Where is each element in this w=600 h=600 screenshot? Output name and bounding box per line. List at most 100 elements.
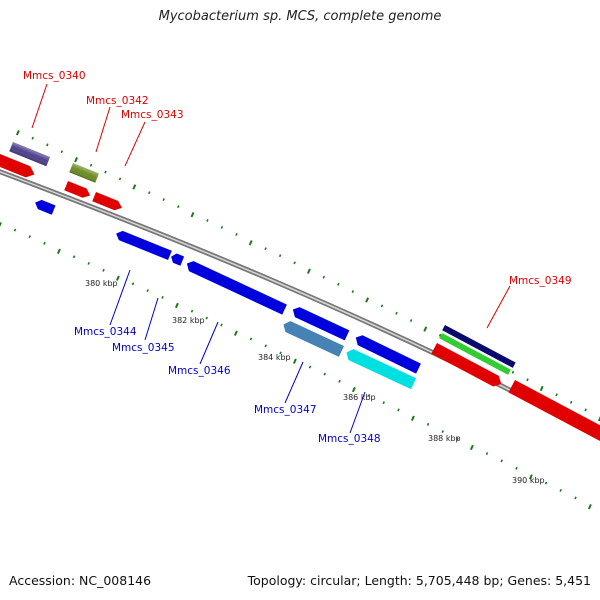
gene-block-Mmcs_0348[interactable]	[344, 347, 417, 390]
gene-label-Mmcs_0349[interactable]: Mmcs_0349	[509, 275, 572, 287]
scale-label: 382 kbp	[172, 316, 205, 325]
gene-block-Mmcs_0340[interactable]	[0, 152, 37, 180]
minor-tick	[220, 226, 224, 229]
major-tick	[15, 130, 20, 136]
minor-tick	[382, 401, 385, 405]
minor-tick	[380, 304, 384, 308]
genome-backbone-highlight	[0, 170, 600, 438]
minor-tick	[438, 333, 442, 337]
minor-tick	[264, 247, 267, 251]
minor-tick	[146, 289, 149, 293]
genome-backbone	[0, 169, 600, 440]
minor-tick	[89, 163, 93, 167]
minor-tick	[104, 170, 107, 174]
minor-tick	[190, 309, 194, 313]
gene-label-Mmcs_0345[interactable]: Mmcs_0345	[112, 342, 175, 354]
gene-label-Mmcs_0343[interactable]: Mmcs_0343	[121, 109, 184, 121]
minor-tick	[205, 316, 208, 320]
topology-summary: Topology: circular; Length: 5,705,448 bp…	[247, 573, 591, 588]
feature-bar-green[interactable]	[439, 333, 511, 375]
minor-tick	[177, 205, 180, 209]
minor-tick	[28, 235, 31, 239]
gene-block-Mmcs_0347[interactable]	[281, 319, 345, 357]
gene-block-blue-right[interactable]	[353, 333, 421, 374]
minor-tick	[337, 282, 340, 286]
major-tick	[74, 157, 79, 163]
major-tick	[351, 386, 356, 393]
major-tick	[410, 415, 415, 421]
minor-tick	[544, 481, 548, 485]
gene-label-Mmcs_0344[interactable]: Mmcs_0344	[74, 326, 137, 338]
feature-bar-navy[interactable]	[442, 325, 516, 368]
scale-label: 384 kbp	[258, 353, 291, 362]
minor-tick	[13, 228, 17, 232]
minor-tick	[235, 233, 238, 236]
gene-label-Mmcs_0340[interactable]: Mmcs_0340	[23, 70, 86, 82]
minor-tick	[162, 198, 165, 202]
gene-label-Mmcs_0347[interactable]: Mmcs_0347	[254, 404, 317, 416]
minor-tick	[102, 268, 105, 272]
gene-label-Mmcs_0342[interactable]: Mmcs_0342	[86, 95, 149, 107]
scale-label: 386 kbp	[343, 393, 376, 402]
minor-tick	[456, 437, 459, 441]
map-title: Mycobacterium sp. MCS, complete genome	[158, 9, 442, 24]
major-tick	[174, 302, 179, 309]
minor-tick	[43, 241, 46, 245]
minor-tick	[569, 400, 573, 404]
minor-tick	[485, 452, 489, 456]
scale-label: 390 kbp	[512, 476, 545, 485]
gene-block-Mmcs_0349a[interactable]	[431, 343, 504, 389]
tick-row-inner-lower	[0, 222, 592, 510]
gene-block-Mmcs_0346[interactable]	[184, 259, 287, 315]
major-tick	[306, 268, 311, 274]
minor-tick	[500, 459, 503, 463]
minor-tick	[278, 254, 282, 258]
minor-tick	[131, 282, 135, 286]
scale-label: 380 kbp	[85, 279, 118, 288]
minor-tick	[72, 255, 76, 259]
gene-block-small-blue[interactable]	[33, 198, 56, 215]
minor-tick	[147, 191, 151, 195]
label-leaders	[31, 83, 511, 434]
gene-label-Mmcs_0348[interactable]: Mmcs_0348	[318, 433, 381, 445]
major-tick	[587, 504, 592, 510]
minor-tick	[574, 496, 577, 500]
gene-block-Mmcs_0344[interactable]	[114, 229, 172, 260]
gene-block-Mmcs_0342[interactable]	[64, 181, 92, 200]
minor-tick	[46, 143, 49, 147]
accession-label: Accession: NC_008146	[9, 573, 152, 588]
major-tick	[248, 240, 253, 246]
scale-label: 388 kbp	[428, 434, 461, 443]
gene-block-Mmcs_0346b[interactable]	[290, 305, 350, 341]
minor-tick	[87, 262, 90, 265]
minor-tick	[409, 319, 413, 323]
major-tick	[0, 222, 2, 228]
minor-tick	[526, 378, 529, 382]
gene-block-Mmcs_0343[interactable]	[92, 192, 124, 213]
minor-tick	[308, 365, 312, 369]
scale-labels: 380 kbp 382 kbp 384 kbp 386 kbp 388 kbp …	[85, 279, 545, 485]
minor-tick	[220, 323, 223, 327]
minor-tick	[322, 275, 326, 279]
gene-labels: Mmcs_0340 Mmcs_0342 Mmcs_0343 Mmcs_0349 …	[23, 70, 572, 445]
minor-tick	[323, 372, 326, 376]
tick-row-outer-upper	[15, 130, 600, 422]
major-tick	[115, 275, 120, 281]
minor-tick	[441, 430, 444, 434]
minor-tick	[367, 393, 371, 397]
gene-block-Mmcs_0349[interactable]	[508, 380, 600, 445]
major-tick	[132, 184, 137, 190]
minor-tick	[584, 408, 587, 412]
minor-tick	[206, 219, 209, 222]
major-tick	[190, 212, 195, 218]
major-tick	[365, 297, 370, 303]
gene-label-Mmcs_0346[interactable]: Mmcs_0346	[168, 365, 231, 377]
minor-tick	[118, 177, 122, 181]
minor-tick	[515, 466, 518, 470]
major-tick	[423, 326, 428, 332]
gene-block-Mmcs_0345[interactable]	[169, 252, 185, 266]
feature-track	[0, 142, 600, 445]
major-tick	[292, 358, 297, 364]
major-tick	[469, 444, 474, 451]
